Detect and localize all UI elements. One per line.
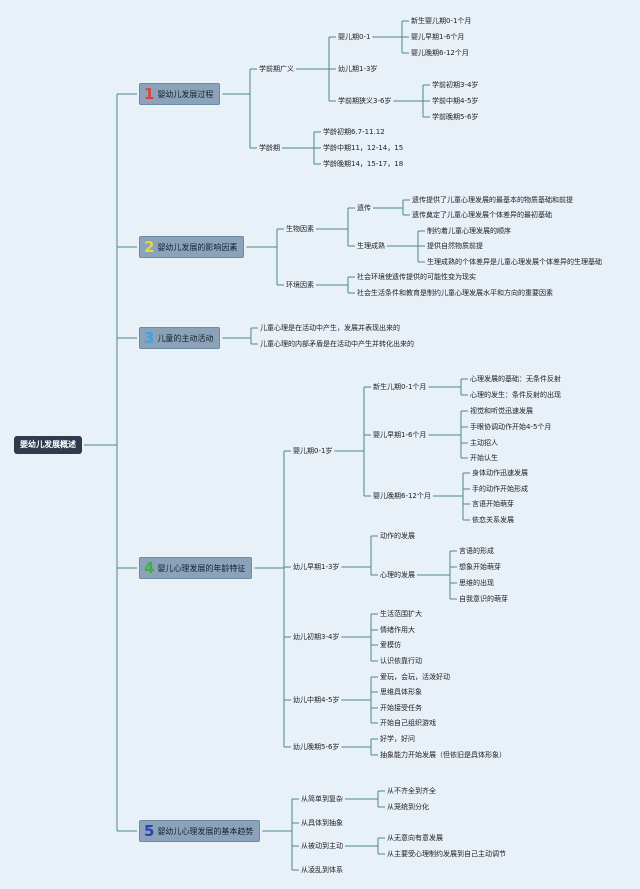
node-s4-e1[interactable]: 好学，好问 [380,735,415,743]
section-5-number: 5 [144,822,155,840]
node-s4-b[interactable]: 幼儿早期1-3岁 [293,563,340,571]
node-s2-a2-1[interactable]: 制约着儿童心理发展的顺序 [427,227,511,235]
node-s4-d3[interactable]: 开始接受任务 [380,704,422,712]
section-3-number: 3 [144,329,155,347]
node-s1-b1[interactable]: 学龄初期6.7-11.12 [323,128,385,136]
node-s5-d[interactable]: 从凌乱到体系 [301,866,343,874]
node-s4-a3-4[interactable]: 依恋关系发展 [472,516,514,524]
node-s4-d4[interactable]: 开始自己组织游戏 [380,719,436,727]
node-s5-c1[interactable]: 从无意向有意发展 [387,834,443,842]
node-s5-c2[interactable]: 从主要受心理制约发展到自己主动调节 [387,850,506,858]
node-s1-a3[interactable]: 学前期狭义3-6岁 [338,97,392,105]
node-s4-a2-2[interactable]: 手眼协调动作开始4-5个月 [470,423,552,431]
node-s1-a1-2[interactable]: 婴儿早期1-6个月 [411,33,465,41]
root-node[interactable]: 婴幼儿发展概述 [14,436,82,454]
section-4-number: 4 [144,559,155,577]
node-s4-a1[interactable]: 新生儿期0-1个月 [373,383,427,391]
node-s2-a2[interactable]: 生理成熟 [357,242,385,250]
section-1-number: 1 [144,85,155,103]
node-s4-a3-3[interactable]: 言语开始萌芽 [472,500,514,508]
node-s3-b[interactable]: 儿童心理的内部矛盾是在活动中产生并转化出来的 [260,340,414,348]
node-s1-a1[interactable]: 婴儿期0-1 [338,33,371,41]
section-2-number: 2 [144,238,155,256]
node-s4-b2[interactable]: 心理的发展 [380,571,415,579]
node-s2-a2-2[interactable]: 提供自然物质前提 [427,242,483,250]
node-s4-d2[interactable]: 思维具体形象 [380,688,422,696]
node-s4-a3-1[interactable]: 身体动作迅速发展 [472,469,528,477]
node-s4-a1-1[interactable]: 心理发展的基础：无条件反射 [470,375,561,383]
node-s4-c1[interactable]: 生活范围扩大 [380,610,422,618]
node-s4-a[interactable]: 婴儿期0-1岁 [293,447,333,455]
node-s2-a1-2[interactable]: 遗传奠定了儿童心理发展个体差异的最初基础 [412,211,552,219]
node-s1-a3-3[interactable]: 学前晚期5-6岁 [432,113,479,121]
node-s4-d1[interactable]: 爱玩，会玩，活泼好动 [380,673,450,681]
node-s1-a1-1[interactable]: 新生婴儿期0-1个月 [411,17,472,25]
node-s1-a[interactable]: 学前期广义 [259,65,294,73]
node-s4-a2[interactable]: 婴儿早期1-6个月 [373,431,427,439]
node-s3-a[interactable]: 儿童心理是在活动中产生，发展并表现出来的 [260,324,400,332]
node-s5-c[interactable]: 从被动到主动 [301,842,343,850]
node-s2-a[interactable]: 生物因素 [286,225,314,233]
node-s5-a1[interactable]: 从不齐全到齐全 [387,787,436,795]
node-s4-b2-4[interactable]: 自我意识的萌芽 [459,595,508,603]
node-s4-b1[interactable]: 动作的发展 [380,532,415,540]
node-s4-c[interactable]: 幼儿初期3-4岁 [293,633,340,641]
node-s1-b[interactable]: 学龄期 [259,144,280,152]
node-s1-a3-2[interactable]: 学前中期4-5岁 [432,97,479,105]
node-s4-e[interactable]: 幼儿晚期5-6岁 [293,743,340,751]
node-s2-b2[interactable]: 社会生活条件和教育是制约儿童心理发展水平和方向的重要因素 [357,289,553,297]
node-s4-e2[interactable]: 抽象能力开始发展（但依旧是具体形象） [380,751,506,759]
node-s4-a2-4[interactable]: 开始认生 [470,454,498,462]
node-s5-a[interactable]: 从简单到复杂 [301,795,343,803]
node-s5-b[interactable]: 从具体到抽象 [301,819,343,827]
node-s2-a1[interactable]: 遗传 [357,204,371,212]
node-s1-a3-1[interactable]: 学前初期3-4岁 [432,81,479,89]
node-s4-b2-1[interactable]: 言语的形成 [459,547,494,555]
node-s2-a2-3[interactable]: 生理成熟的个体差异是儿童心理发展个体差异的生理基础 [427,258,602,266]
section-1-label: 婴幼儿发展过程 [157,90,214,99]
node-s4-a2-3[interactable]: 主动招人 [470,439,498,447]
node-s1-a1-3[interactable]: 婴儿晚期6-12个月 [411,49,469,57]
node-s4-b2-3[interactable]: 思维的出现 [459,579,494,587]
section-5-label: 婴幼儿心理发展的基本趋势 [157,827,254,836]
node-s4-c2[interactable]: 情绪作用大 [380,626,415,634]
node-s1-a2[interactable]: 幼儿期1-3岁 [338,65,378,73]
node-s2-b1[interactable]: 社会环境使遗传提供的可能性变为现实 [357,273,476,281]
node-s2-a1-1[interactable]: 遗传提供了儿童心理发展的最基本的物质基础和前提 [412,196,573,204]
node-s4-c4[interactable]: 认识依靠行动 [380,657,422,665]
node-s1-b2[interactable]: 学龄中期11，12-14，15 [323,144,404,152]
section-4-label: 婴儿心理发展的年龄特征 [157,564,246,573]
node-s4-b2-2[interactable]: 想象开始萌芽 [459,563,501,571]
node-s4-a3[interactable]: 婴儿晚期6-12个月 [373,492,431,500]
node-s1-b3[interactable]: 学龄晚期14，15-17，18 [323,160,404,168]
node-s4-a2-1[interactable]: 视觉和听觉迅速发展 [470,407,533,415]
section-2-label: 婴幼儿发展的影响因素 [157,243,238,252]
section-3-label: 儿童的主动活动 [157,334,214,343]
node-s2-b[interactable]: 环境因素 [286,281,314,289]
node-s4-c3[interactable]: 爱模仿 [380,641,401,649]
node-s4-a3-2[interactable]: 手的动作开始形成 [472,485,528,493]
node-s5-a2[interactable]: 从笼统到分化 [387,803,429,811]
node-s4-d[interactable]: 幼儿中期4-5岁 [293,696,340,704]
node-s4-a1-2[interactable]: 心理的发生：条件反射的出现 [470,391,561,399]
